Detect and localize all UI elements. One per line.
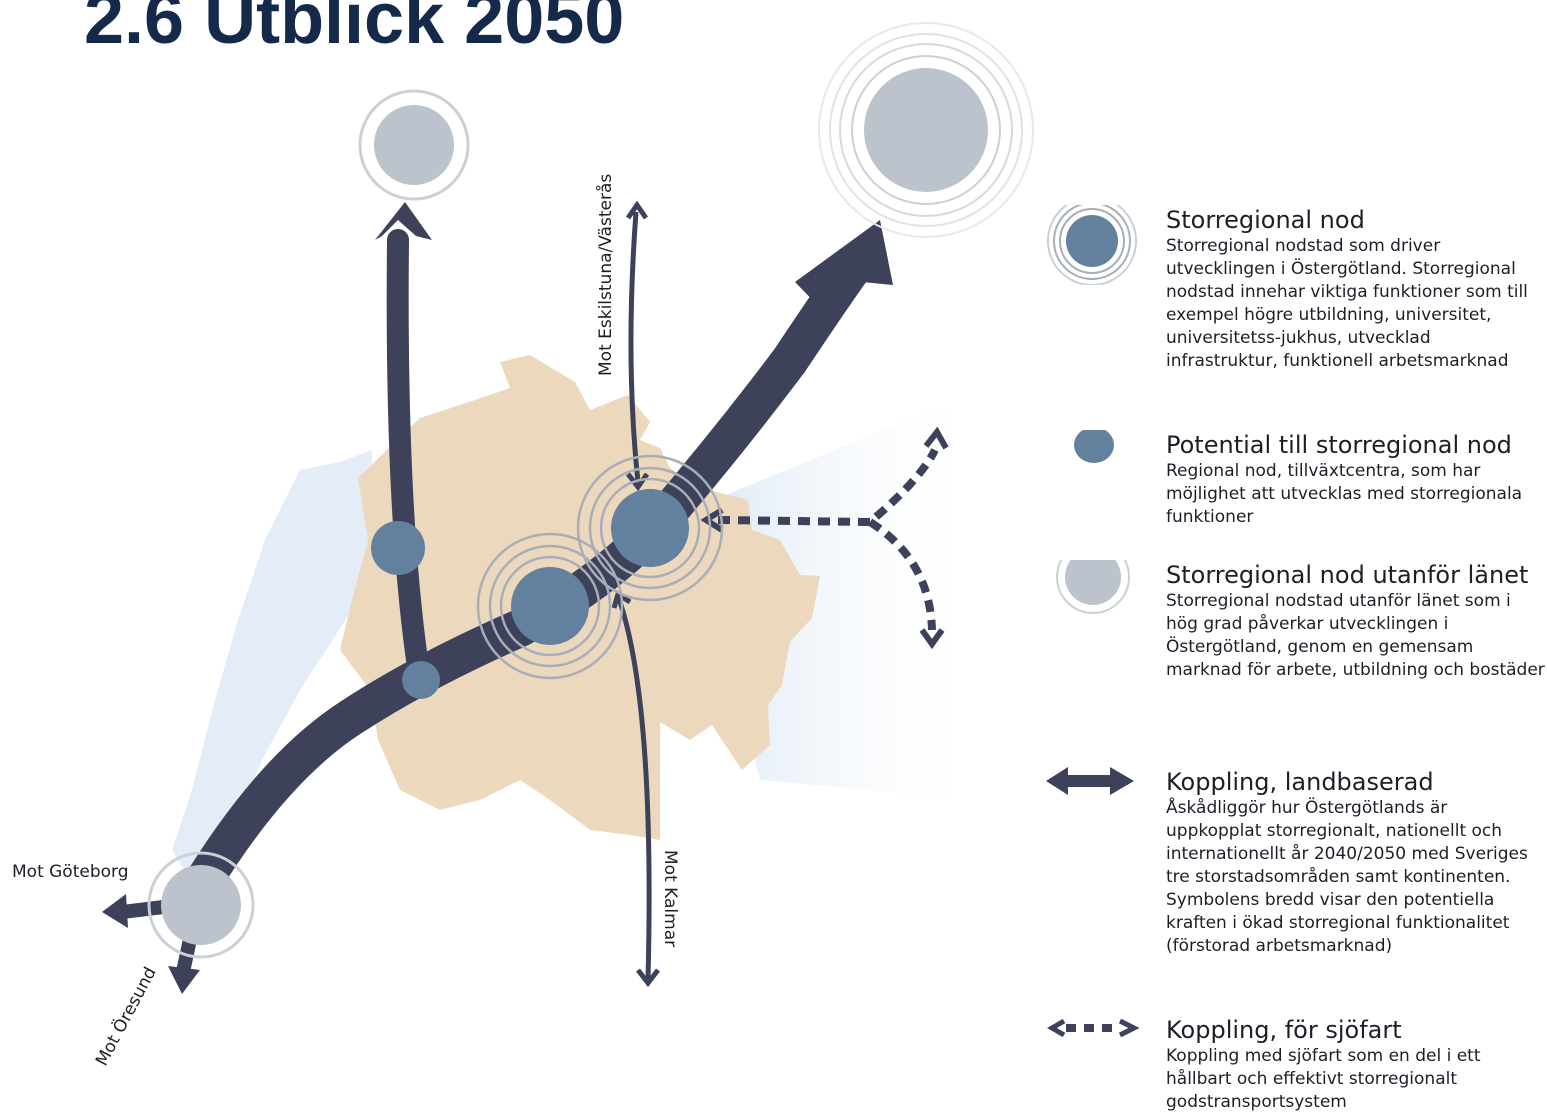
- arrowhead-eskilstuna-top: [625, 200, 649, 220]
- storregional-nod-icon: [1047, 205, 1137, 285]
- arrowhead-north: [375, 202, 432, 240]
- link-eskilstuna: [628, 211, 641, 483]
- arrowhead-sjofart-south: [919, 628, 945, 650]
- label-goteborg: Mot Göteborg: [12, 862, 129, 882]
- link-sjofart-south: [867, 518, 936, 631]
- sjofart-koppling-icon: [1047, 1018, 1140, 1038]
- label-eskilstuna: Mot Eskilstuna/Västerås: [596, 173, 616, 376]
- node-potential-mjolby: [402, 661, 440, 699]
- legend-title: Koppling, landbaserad: [1166, 768, 1434, 796]
- legend-landbaserad-koppling: Koppling, landbaserad Åskådliggör hur Ös…: [1040, 767, 1547, 997]
- legend-desc: Storregional nodstad som driver utveckli…: [1166, 236, 1528, 371]
- legend-nod-utanfor-lanet: Storregional nod utanför länet Storregio…: [1040, 560, 1547, 740]
- arrowhead-sjofart-north: [923, 426, 949, 450]
- link-sjofart: [717, 448, 939, 527]
- node-outside-northeast: [818, 22, 1034, 238]
- arrowhead-ne: [795, 220, 893, 314]
- label-kalmar: Mot Kalmar: [660, 850, 680, 948]
- landbaserad-koppling-icon: [1046, 767, 1134, 795]
- node-linkoping: [476, 532, 624, 680]
- potential-nod-icon: [1074, 430, 1114, 463]
- legend-title: Koppling, för sjöfart: [1166, 1016, 1402, 1044]
- legend-desc: Koppling med sjöfart som en del i ett hå…: [1166, 1046, 1481, 1112]
- legend-storregional-nod: Storregional nod Storregional nodstad so…: [1040, 205, 1547, 405]
- link-kalmar: [615, 595, 652, 981]
- arrowhead-sjofart-west: [700, 507, 724, 533]
- legend-title: Potential till storregional nod: [1166, 431, 1512, 459]
- legend-desc: Åskådliggör hur Östergötlands är uppkopp…: [1166, 798, 1528, 956]
- arrowhead-kalmar-top: [611, 590, 632, 609]
- legend-sjofart-koppling: Koppling, för sjöfart Koppling med sjöfa…: [1040, 1015, 1547, 1112]
- legend-potential-nod: Potential till storregional nod Regional…: [1040, 430, 1547, 530]
- legend-desc: Storregional nodstad utanför länet som i…: [1166, 591, 1545, 680]
- node-outside-goteborg: [147, 851, 255, 959]
- lake-vattern: [172, 450, 372, 880]
- page-title: 2.6 Utblick 2050: [84, 0, 625, 59]
- arrowhead-oresund: [168, 966, 200, 994]
- legend-desc: Regional nod, tillväxtcentra, som har mö…: [1166, 461, 1523, 527]
- nod-utanfor-lanet-icon: [1056, 560, 1130, 614]
- legend-title: Storregional nod utanför länet: [1166, 561, 1529, 589]
- arrowhead-kalmar-bottom: [636, 968, 660, 988]
- legend-title: Storregional nod: [1166, 206, 1365, 234]
- link-north: [386, 229, 431, 691]
- node-potential-motala: [371, 521, 425, 575]
- arrowhead-goteborg: [102, 894, 128, 928]
- node-outside-north: [358, 89, 470, 201]
- node-norrkoping: [576, 454, 724, 602]
